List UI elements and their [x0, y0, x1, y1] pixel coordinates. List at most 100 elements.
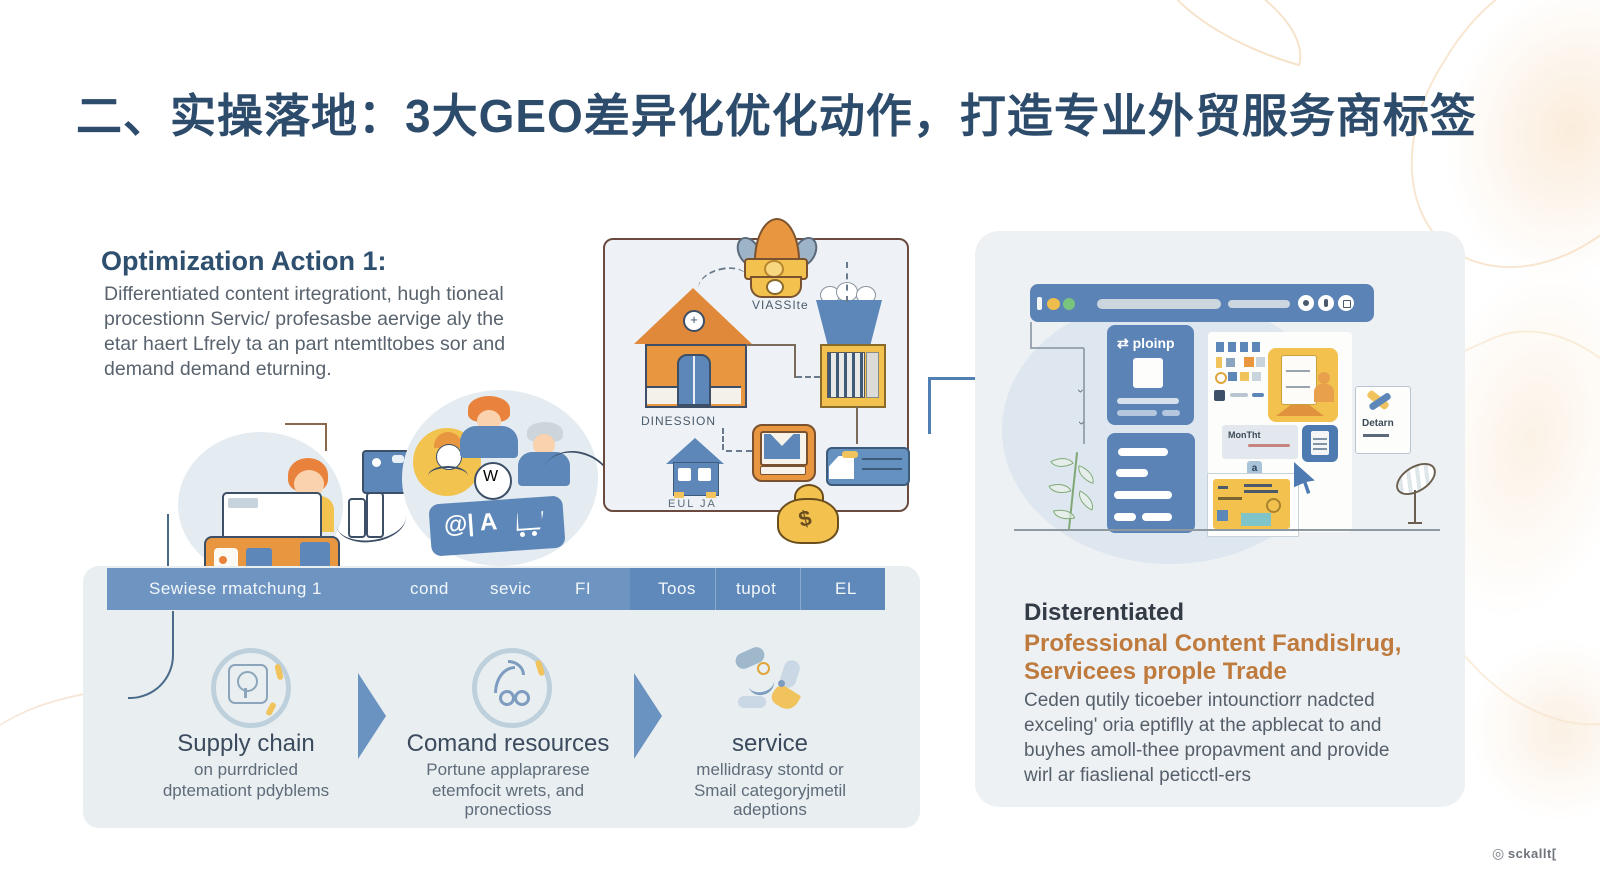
person-yellow-arms — [428, 466, 468, 486]
house-door — [677, 354, 711, 406]
sidebar-menu-bar — [1114, 513, 1136, 521]
optimization-body-line: procestionn Servic/ profesasbe aervige a… — [104, 308, 504, 330]
step1-search-handle — [244, 688, 247, 698]
truck-line — [862, 458, 902, 460]
watermark-suffix: [ — [1551, 846, 1557, 861]
optimization-body-line: etar haert Lfrely ta an part ntemtltobes… — [104, 333, 506, 355]
icon-grid-dash — [1230, 393, 1248, 397]
browser-connector-l — [1030, 322, 1032, 348]
icon-grid-item — [1214, 390, 1225, 401]
watermark: ◎ sckallt[ — [1492, 845, 1556, 862]
result-subheading: Professional Content Fandislrug, — [1024, 630, 1402, 657]
truck-line — [862, 468, 902, 470]
avatar-letter: W — [483, 468, 499, 485]
step3-sub: adeptions — [733, 800, 807, 819]
callout-line-v — [325, 423, 327, 451]
person-right-body — [518, 452, 570, 486]
cart-icon-wheel — [532, 531, 537, 536]
result-heading: Disterentiated — [1024, 599, 1185, 626]
small-house-foot — [674, 492, 684, 498]
optimization-body-line: demand demand eturning. — [104, 358, 332, 380]
icon-grid-item — [1216, 357, 1222, 368]
kiosk-hopper — [816, 300, 882, 346]
desk-drawer — [246, 548, 272, 568]
icon-grid-row — [1216, 342, 1260, 352]
process-bar-divider — [800, 568, 801, 610]
step2-dot — [499, 690, 515, 706]
step3-pinwheel-petal — [738, 696, 766, 708]
kiosk-screen — [827, 352, 865, 398]
doc-person-body — [1314, 384, 1334, 402]
result-body-line: wirl ar fiaslienal peticctl-ers — [1024, 765, 1252, 786]
person-mid-body — [460, 426, 518, 458]
line-house-kiosk-h — [746, 344, 796, 346]
step3-title: service — [731, 730, 809, 757]
house-label: DINESSION — [641, 414, 717, 428]
doc-clipboard — [1281, 355, 1317, 405]
mascot-label: VIASSIte — [752, 298, 809, 312]
content-card-dash — [1244, 490, 1278, 493]
process-bar-item: Sewiese rmatchung 1 — [149, 579, 322, 598]
small-house-window — [698, 468, 711, 481]
process-bar: Sewiese rmatchung 1 cond sevic FI Toos t… — [107, 568, 885, 610]
sidebar-menu-bar — [1117, 398, 1179, 404]
swap-arrows-icon: ⇄ — [1117, 335, 1129, 351]
line-kiosk-truck-v — [856, 406, 858, 444]
money-bag-body — [777, 498, 839, 544]
step2-ring — [472, 648, 552, 728]
sidebar-logo: ⇄ ploinp — [1117, 335, 1175, 352]
small-house-label: EUL JA — [668, 498, 717, 510]
result-body-line: buyhes amoll-thee propavment and provide — [1024, 740, 1390, 761]
month-card — [1222, 425, 1298, 459]
truck-cab — [829, 456, 854, 479]
cart-icon-wheel — [520, 532, 525, 537]
content-card-dash — [1244, 484, 1272, 487]
step1-sub: dptemationt pdyblems — [162, 781, 330, 800]
icon-grid-ring — [1215, 372, 1227, 384]
icon-grid-dash — [1252, 393, 1264, 397]
dash-v-dinession — [722, 428, 724, 450]
icon-grid-item — [1240, 372, 1249, 381]
result-body-line: Ceden qutily ticoeber intounctiorr nadct… — [1024, 690, 1375, 711]
shelf-device-knob — [392, 455, 404, 463]
sidebar-menu-bar — [1118, 448, 1168, 456]
sidebar-menu-bar — [1114, 491, 1172, 499]
icon-grid-item — [1244, 357, 1254, 367]
satellite-pole — [1414, 490, 1416, 524]
process-bar-dark-segment — [630, 568, 885, 610]
address-bar-secondary — [1228, 300, 1290, 308]
process-bar-item: cond — [410, 579, 449, 598]
line-house-kiosk-v — [794, 344, 796, 378]
process-bar-item: tupot — [736, 579, 777, 598]
content-card-dash — [1218, 486, 1228, 489]
browser-connector-l — [1030, 347, 1084, 349]
target-circles-icon: ◎ — [1492, 845, 1505, 861]
step3-sub: mellidrasy stontd or — [696, 760, 844, 779]
toolbar-button-glyph — [1303, 300, 1309, 306]
month-card-redline — [1248, 444, 1290, 447]
month-card-label: MonTht — [1228, 430, 1261, 440]
slide-title: 二、实操落地：3大GEO差异化优化动作，打造专业外贸服务商标签 — [76, 90, 1477, 142]
desk-bottles — [348, 498, 366, 538]
address-bar — [1097, 299, 1221, 309]
step2-sub: pronectioss — [464, 800, 552, 819]
step3-center-ring — [757, 662, 770, 675]
process-bar-divider — [715, 568, 716, 610]
step2-title: Comand resources — [406, 730, 610, 757]
icon-grid-item — [1256, 357, 1265, 367]
sidebar-menu-bar — [1162, 410, 1180, 416]
detail-card-underline — [1363, 434, 1389, 437]
small-house-window — [678, 468, 691, 481]
satellite-foot — [1408, 522, 1422, 524]
chevron-down-icon: › — [1075, 421, 1089, 425]
sidebar-logo-text: ploinp — [1132, 335, 1175, 351]
toolbar-button-glyph — [1343, 300, 1351, 308]
sidebar-menu-bar — [1116, 469, 1148, 477]
watermark-text: sckallt — [1507, 846, 1552, 861]
flow-arrow-hline — [928, 377, 1000, 380]
